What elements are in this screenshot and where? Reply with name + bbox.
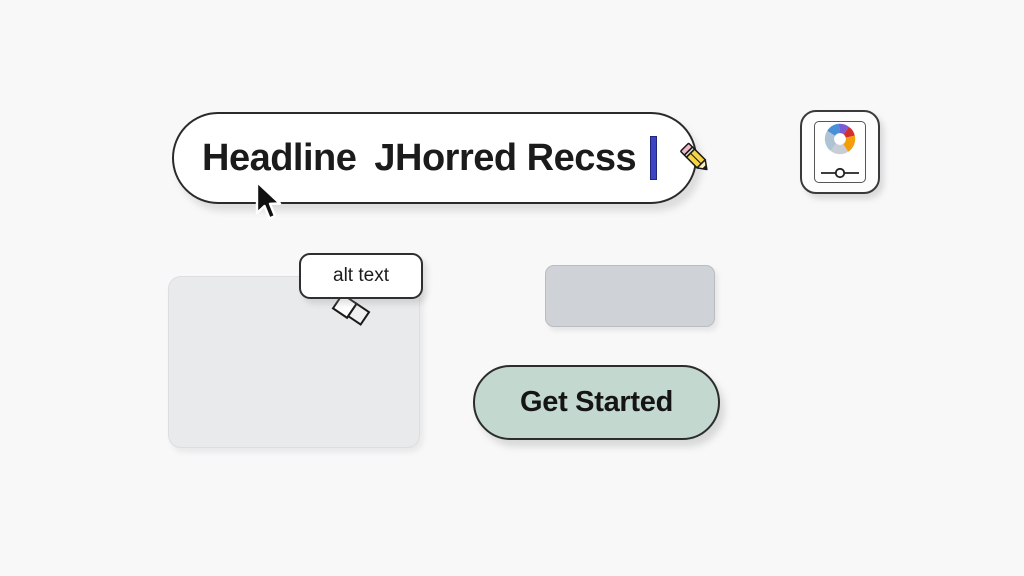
color-wheel-icon[interactable] [821,120,859,163]
alt-text-tooltip[interactable]: alt text [299,253,423,299]
get-started-button[interactable]: Get Started [473,365,720,440]
pencil-icon[interactable] [675,138,715,178]
color-slider[interactable] [819,166,861,184]
alt-text-label: alt text [333,265,389,286]
text-caret [650,136,658,180]
headline-segment-two: JHorred Recss [374,137,637,179]
color-tool-inner-frame [814,121,866,183]
image-placeholder[interactable] [168,276,420,448]
broken-image-icon [328,292,374,332]
mouse-pointer-icon [253,180,287,224]
headline-segment-one: Headline [202,137,357,179]
color-picker-button[interactable] [800,110,880,194]
headline-text: Headline JHorred Recss [202,137,637,179]
gray-content-block[interactable] [545,265,715,327]
headline-input-field[interactable]: Headline JHorred Recss [172,112,708,204]
get-started-label: Get Started [519,386,673,418]
